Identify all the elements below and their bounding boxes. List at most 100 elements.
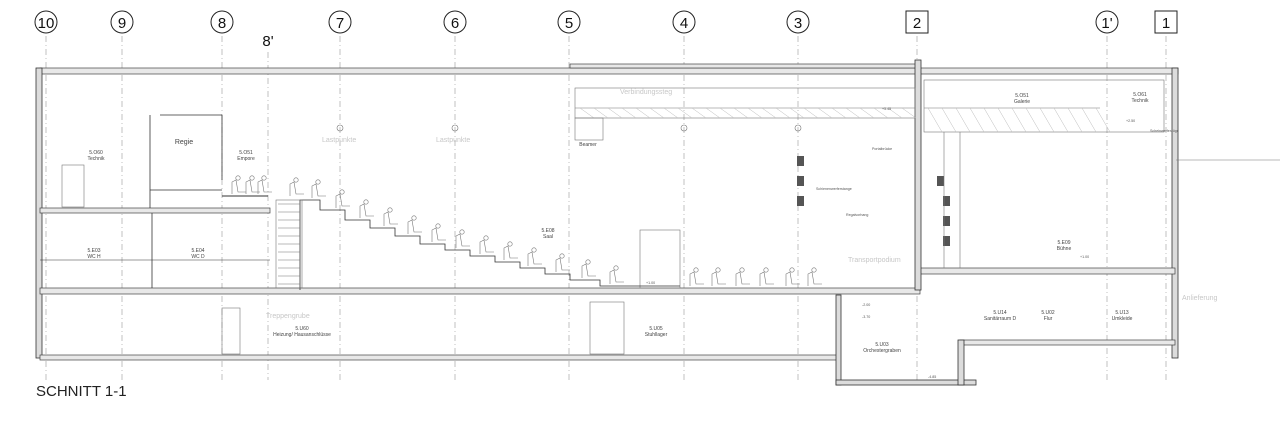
axis-label-5: 5: [565, 15, 573, 32]
seat: [581, 259, 596, 278]
grid-axes: 10 9 8 8' 7 6 5: [34, 10, 1178, 380]
spotlight: [943, 196, 950, 206]
room-no-empore: 5.O51: [239, 150, 253, 156]
room-name-flur: Flur: [1044, 316, 1053, 322]
axis-9: 9: [110, 10, 134, 380]
axis-8p: 8': [262, 33, 274, 380]
axis-5: 5: [557, 10, 581, 380]
label-beamer: Beamer: [579, 142, 597, 148]
spotlight: [943, 216, 950, 226]
seat: [689, 267, 704, 286]
room-no-wc-h: 5.E03: [87, 248, 100, 254]
level-mark-7: +1.00: [1080, 255, 1089, 259]
axis-3: 3: [786, 10, 810, 380]
orchestra-pit-right-wall: [957, 339, 965, 386]
axis-label-3: 3: [794, 15, 802, 32]
room-name-saal: Saal: [543, 234, 553, 240]
seat: [503, 241, 518, 260]
seat: [711, 267, 726, 286]
upper-structures: [574, 79, 1165, 268]
seat: [807, 267, 822, 286]
seat: [359, 199, 374, 218]
room-no-wc-d: 5.E04: [191, 248, 204, 254]
verbindungssteg-frame: [574, 87, 916, 119]
axis-10: 10: [34, 10, 58, 380]
orchestra-pit-left-wall: [835, 294, 842, 386]
spotlight: [937, 176, 944, 186]
room-name-buehne: Bühne: [1057, 246, 1072, 252]
room-name-stuhllager: Stuhllager: [645, 332, 668, 338]
drawing-title: SCHNITT 1-1: [36, 383, 127, 400]
room-name-sanitaer: Sanitärraum D: [984, 316, 1017, 322]
seat: [479, 235, 494, 254]
level-mark-2: +2.50: [1126, 119, 1135, 123]
room-no-technik-left: 5.O60: [89, 150, 103, 156]
level-marks: +5.45 +2.50 +1.00 -2.00 -3.70 -4.85 +1.0…: [646, 107, 1135, 379]
seat: [407, 215, 422, 234]
load-points: Lastpunkte Lastpunkte: [322, 124, 802, 144]
room-name-regie: Regie: [175, 139, 193, 146]
seat: [289, 177, 304, 196]
seat: [311, 179, 326, 198]
level-mark-4: -2.00: [862, 303, 870, 307]
room-no-saal: 5.E08: [541, 228, 554, 234]
axis-label-4: 4: [680, 15, 688, 32]
axis-label-9: 9: [118, 15, 126, 32]
room-no-galerie: 5.O51: [1015, 93, 1029, 99]
axis-4: 4: [672, 10, 696, 380]
galerie-frame: [923, 79, 1165, 133]
room-no-flur: 5.U02: [1041, 310, 1055, 316]
axis-label-2: 2: [913, 15, 921, 32]
roof-slab: [39, 67, 1179, 75]
label-treppengrube: Treppengrube: [266, 313, 310, 320]
room-name-orchestergraben: Orchestergraben: [863, 348, 901, 354]
axis-label-8: 8: [218, 15, 226, 32]
seating-tiers: [222, 175, 822, 290]
room-name-umkleide: Umkleide: [1112, 316, 1133, 322]
level-mark-5: -3.70: [862, 315, 870, 319]
axis-label-8p: 8': [262, 33, 273, 50]
basement-slab: [39, 354, 841, 361]
label-vorhang: Regalvorhang: [846, 213, 868, 217]
room-name-wc-h: WC H: [87, 254, 101, 260]
axis-1p: 1': [1095, 10, 1119, 380]
seat: [735, 267, 750, 286]
label-schienen: Schienenwerferstange: [816, 187, 852, 191]
room-name-technik-right: Technik: [1132, 98, 1149, 104]
spotlight: [797, 176, 804, 186]
level-mark-3: +1.00: [646, 281, 655, 285]
seat: [257, 175, 272, 194]
spotlight: [797, 156, 804, 166]
room-name-technik-left: Technik: [88, 156, 105, 162]
room-no-stuhllager: 5.U05: [649, 326, 663, 332]
building-shell: [35, 59, 1280, 386]
room-labels: 5.O60 Technik Regie 5.O51 Empore 5.E03 W…: [87, 92, 1149, 354]
seat: [245, 175, 260, 194]
axis-label-6: 6: [451, 15, 459, 32]
axis-7: 7: [328, 10, 352, 380]
room-no-sanitaer: 5.U14: [993, 310, 1007, 316]
room-no-technik-right: 5.O61: [1133, 92, 1147, 98]
stage-floor-slab: [916, 267, 1176, 275]
label-lastpunkte-2: Lastpunkte: [436, 137, 470, 144]
room-name-wc-d: WC D: [191, 254, 205, 260]
ground-floor-slab: [39, 287, 921, 295]
label-transportpodium: Transportpodium: [848, 257, 901, 264]
room-no-umkleide: 5.U13: [1115, 310, 1129, 316]
roof-upstand: [569, 63, 919, 69]
seat: [527, 247, 542, 266]
seat: [231, 175, 246, 194]
level-mark-1: +5.45: [882, 107, 891, 111]
room-no-buehne: 5.E09: [1057, 240, 1070, 246]
seat: [431, 223, 446, 242]
seat: [455, 229, 470, 248]
proscenium-wall: [914, 59, 922, 291]
seat: [759, 267, 774, 286]
first-floor-slab: [39, 207, 271, 214]
axis-6: 6: [443, 10, 467, 380]
level-mark-6: -4.85: [928, 375, 936, 379]
label-portalbruecke: Portalbrücke: [872, 147, 892, 151]
stair-tower: [275, 199, 303, 289]
